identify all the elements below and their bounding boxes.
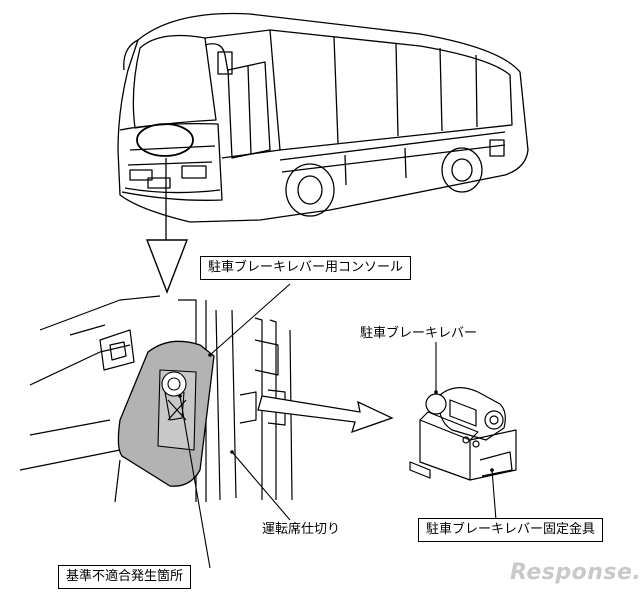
- leader-lines: [179, 283, 497, 569]
- defect-location-label: 基準不適合発生箇所: [58, 565, 192, 589]
- bracket-label: 駐車ブレーキレバー固定金具: [418, 518, 604, 542]
- lever-label: 駐車ブレーキレバー: [360, 326, 478, 341]
- location-marker-ellipse: [136, 123, 194, 157]
- brake-lever-assembly: [409, 387, 517, 481]
- cabin-detail: [19, 295, 293, 503]
- bus-illustration: [117, 12, 529, 223]
- console-details: [157, 369, 197, 451]
- partition-label: 運転席仕切り: [262, 522, 341, 537]
- right-arrow: [257, 395, 394, 434]
- console-label: 駐車ブレーキレバー用コンソール: [200, 256, 412, 280]
- leader-line-dots: [178, 353, 494, 472]
- down-arrow: [145, 239, 189, 294]
- response-watermark: Response.: [510, 560, 640, 585]
